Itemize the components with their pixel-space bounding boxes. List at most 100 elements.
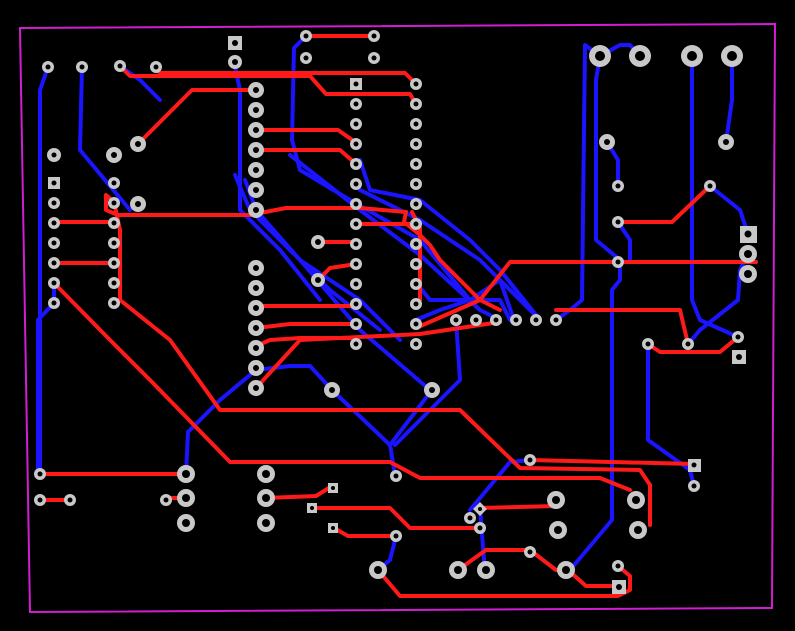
round-pad-hole [117, 63, 123, 69]
square-pad-hole [616, 584, 622, 590]
round-pad-hole [513, 317, 519, 323]
round-pad-hole [111, 152, 117, 158]
round-pad-hole [111, 240, 117, 246]
round-pad-hole [253, 127, 259, 133]
round-pad-hole [645, 341, 651, 347]
round-pad-hole [687, 51, 697, 61]
square-pad-hole [736, 354, 742, 360]
round-pad-hole [413, 161, 419, 167]
diamond-pad-hole [478, 507, 482, 511]
round-pad-hole [527, 549, 533, 555]
round-pad-hole [552, 496, 560, 504]
round-pad-hole [111, 220, 117, 226]
round-pad-hole [67, 497, 73, 503]
round-pad-hole [393, 533, 399, 539]
round-pad-hole [329, 387, 335, 393]
round-pad-hole [253, 285, 259, 291]
round-pad-hole [413, 101, 419, 107]
round-pad-hole [232, 59, 238, 65]
round-pad-hole [413, 241, 419, 247]
round-pad-hole [413, 141, 419, 147]
round-pad-hole [493, 317, 499, 323]
round-pad-hole [482, 566, 490, 574]
round-pad-hole [615, 563, 621, 569]
round-pad-hole [253, 345, 259, 351]
round-pad-hole [111, 200, 117, 206]
round-pad-hole [615, 219, 621, 225]
round-pad-hole [51, 220, 57, 226]
round-pad-hole [353, 201, 359, 207]
round-pad-hole [473, 317, 479, 323]
round-pad-hole [554, 526, 562, 534]
round-pad-hole [353, 261, 359, 267]
round-pad-hole [182, 494, 190, 502]
round-pad-hole [51, 300, 57, 306]
round-pad-hole [262, 519, 270, 527]
round-pad-hole [303, 55, 309, 61]
round-pad-hole [615, 259, 621, 265]
round-pad-hole [413, 301, 419, 307]
round-pad-hole [685, 341, 691, 347]
round-pad-hole [253, 207, 259, 213]
round-pad-hole [632, 496, 640, 504]
round-pad-hole [253, 385, 259, 391]
round-pad-hole [595, 51, 605, 61]
round-pad-hole [467, 515, 473, 521]
round-pad-hole [111, 180, 117, 186]
round-pad-hole [744, 270, 752, 278]
round-pad-hole [413, 81, 419, 87]
round-pad-hole [413, 261, 419, 267]
round-pad-hole [135, 201, 141, 207]
round-pad-hole [429, 387, 435, 393]
round-pad-hole [37, 471, 43, 477]
round-pad-hole [615, 183, 621, 189]
round-pad-hole [111, 280, 117, 286]
round-pad-hole [553, 317, 559, 323]
round-pad-hole [163, 497, 169, 503]
round-pad-hole [735, 334, 741, 340]
round-pad-hole [315, 277, 321, 283]
round-pad-hole [723, 139, 729, 145]
square-pad-hole [353, 81, 359, 87]
square-pad-hole [232, 40, 238, 46]
round-pad-hole [634, 526, 642, 534]
round-pad-hole [477, 525, 483, 531]
round-pad-hole [413, 321, 419, 327]
round-pad-hole [253, 187, 259, 193]
round-pad-hole [253, 107, 259, 113]
round-pad-hole [111, 300, 117, 306]
board-outline [18, 22, 777, 614]
square-pad-hole [310, 506, 314, 510]
round-pad-hole [562, 566, 570, 574]
round-pad-hole [135, 141, 141, 147]
round-pad-hole [727, 51, 737, 61]
round-pad-hole [353, 321, 359, 327]
round-pad-hole [393, 473, 399, 479]
round-pad-hole [371, 55, 377, 61]
round-pad-hole [353, 161, 359, 167]
square-pads [48, 36, 757, 594]
round-pad-hole [604, 139, 610, 145]
round-pad-hole [413, 341, 419, 347]
round-pad-hole [371, 33, 377, 39]
round-pad-hole [454, 566, 462, 574]
round-pad-hole [413, 281, 419, 287]
round-pad-hole [315, 239, 321, 245]
round-pad-hole [303, 33, 309, 39]
round-pad-hole [374, 566, 382, 574]
round-pad-hole [413, 221, 419, 227]
round-pad-hole [262, 470, 270, 478]
round-pad-hole [691, 483, 697, 489]
round-pad-hole [533, 317, 539, 323]
round-pad-hole [45, 64, 51, 70]
round-pad-hole [253, 365, 259, 371]
round-pad-hole [253, 305, 259, 311]
round-pad-hole [353, 281, 359, 287]
round-pad-hole [262, 494, 270, 502]
square-pad-hole [51, 180, 57, 186]
round-pad-hole [253, 147, 259, 153]
round-pad-hole [413, 121, 419, 127]
round-pad-hole [51, 280, 57, 286]
